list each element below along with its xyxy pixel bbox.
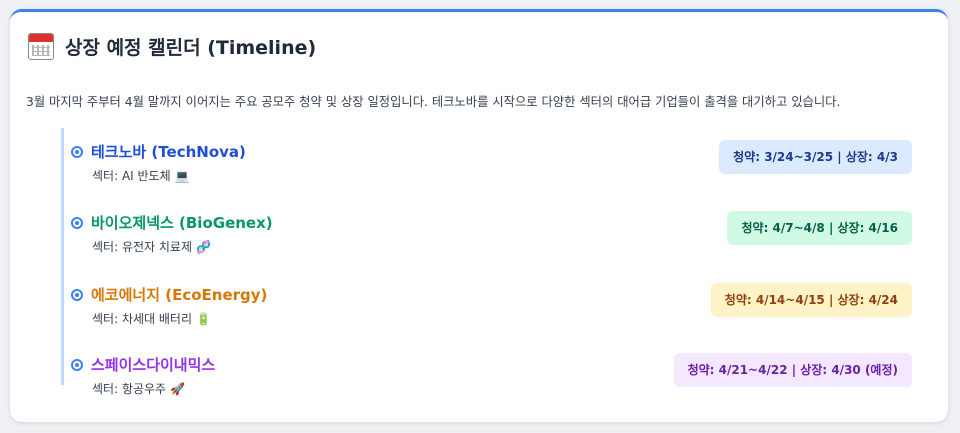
company-name: 테크노바 (TechNova) [91, 143, 246, 161]
timeline-line [61, 128, 64, 385]
dna-icon: 🧬 [196, 240, 211, 254]
company-name: 에코에너지 (EcoEnergy) [91, 286, 268, 304]
timeline-dot-icon [71, 217, 83, 229]
schedule-badge: 청약: 4/14~4/15 | 상장: 4/24 [710, 283, 912, 317]
description-text: 3월 마지막 주부터 4월 말까지 이어지는 주요 공모주 청약 및 상장 일정… [26, 95, 841, 109]
timeline-dot-icon [71, 146, 83, 158]
schedule-badge: 청약: 4/21~4/22 | 상장: 4/30 (예정) [673, 353, 912, 387]
battery-icon: 🔋 [196, 312, 211, 326]
timeline-item-ecoenergy: 에코에너지 (EcoEnergy) 섹터: 차세대 배터리🔋 청약: 4/14~… [70, 283, 912, 330]
page-title: 상장 예정 캘린더 (Timeline) [65, 37, 317, 59]
company-sector: 섹터: 항공우주🚀 [92, 382, 186, 396]
timeline-item-spacedynamics: 스페이스다이내믹스 섹터: 항공우주🚀 청약: 4/21~4/22 | 상장: … [70, 353, 912, 400]
company-sector: 섹터: AI 반도체💻 [92, 169, 190, 183]
company-name: 스페이스다이내믹스 [91, 356, 216, 374]
company-sector: 섹터: 차세대 배터리🔋 [92, 312, 211, 326]
timeline-item-technova: 테크노바 (TechNova) 섹터: AI 반도체💻 청약: 3/24~3/2… [70, 140, 912, 187]
schedule-badge: 청약: 3/24~3/25 | 상장: 4/3 [719, 140, 912, 174]
rocket-icon: 🚀 [170, 382, 186, 396]
timeline-dot-icon [71, 359, 83, 371]
company-name: 바이오제넥스 (BioGenex) [91, 214, 273, 232]
company-sector: 섹터: 유전자 치료제🧬 [92, 240, 211, 254]
timeline-item-biogenex: 바이오제넥스 (BioGenex) 섹터: 유전자 치료제🧬 청약: 4/7~4… [70, 211, 912, 258]
calendar-icon [28, 33, 54, 60]
timeline-dot-icon [71, 289, 83, 301]
card-header: 상장 예정 캘린더 (Timeline) [28, 33, 316, 60]
laptop-icon: 💻 [174, 169, 190, 183]
schedule-badge: 청약: 4/7~4/8 | 상장: 4/16 [727, 211, 912, 245]
